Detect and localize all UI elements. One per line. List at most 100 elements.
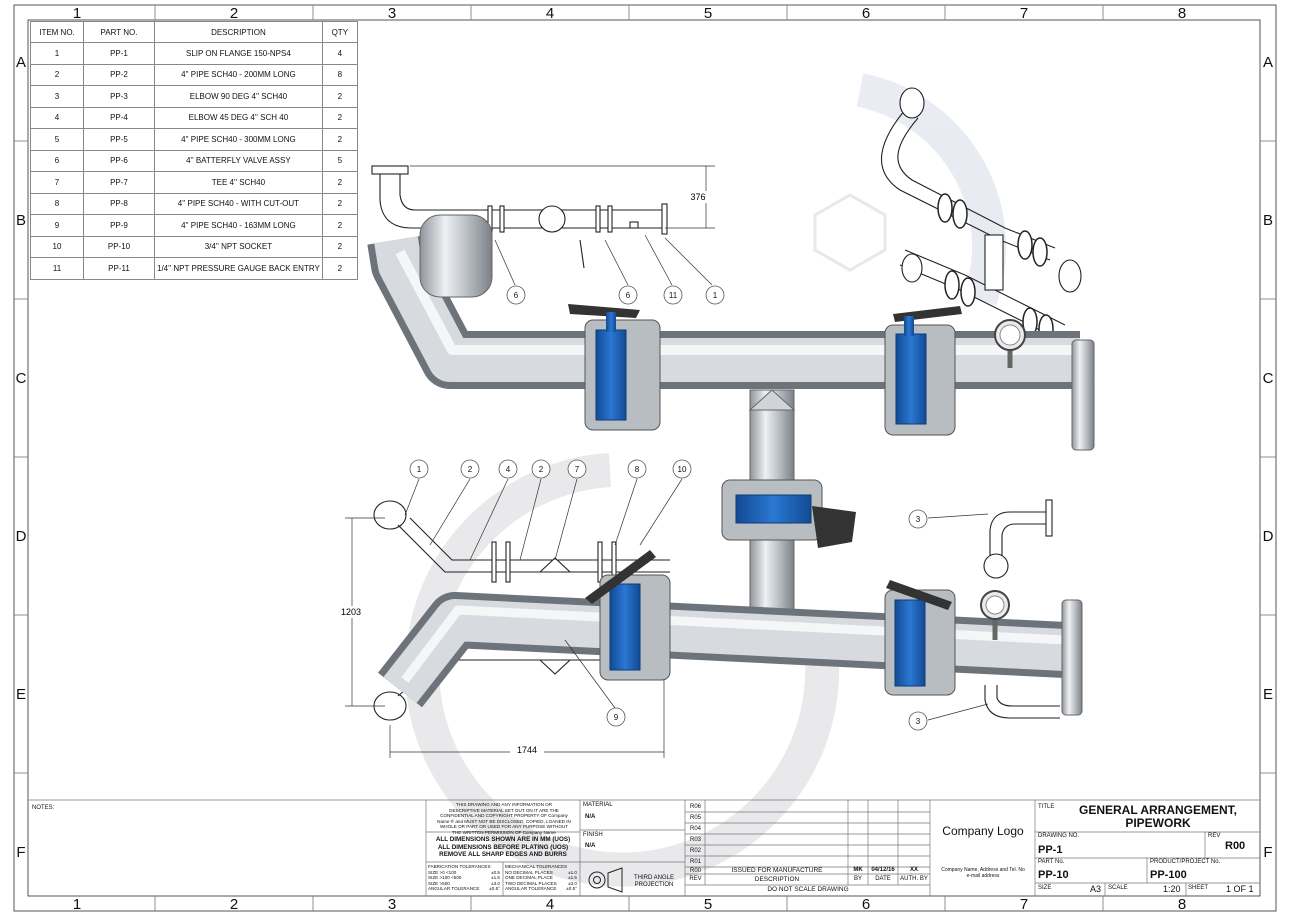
bom-desc: 4'' BATTERFLY VALVE ASSY — [154, 149, 323, 172]
col-label-top: 2 — [230, 5, 238, 22]
col-label-bottom: 4 — [546, 896, 554, 913]
balloon-label: 1 — [713, 291, 718, 300]
sheet-value: 1 OF 1 — [1226, 884, 1254, 894]
revision-code: R05 — [689, 815, 701, 821]
company-logo: Company Logo — [942, 824, 1024, 838]
rev-header: REV — [689, 876, 702, 882]
finish-value: N/A — [585, 843, 596, 849]
material-label: MATERIAL — [583, 802, 613, 808]
pressure-gauge-icon — [980, 590, 1010, 640]
mech-tol-value: ±1.5 — [568, 875, 577, 881]
fab-tol-value: ±1.5 — [491, 875, 500, 881]
balloon-label: 8 — [635, 465, 640, 474]
bom-qty: 2 — [321, 192, 358, 215]
bom-header-item: ITEM NO. — [30, 21, 84, 43]
bom-part: PP-4 — [83, 106, 155, 129]
balloon-label: 9 — [614, 713, 619, 722]
bom-item: 6 — [30, 149, 84, 172]
dims-note-line: ALL DIMENSIONS BEFORE PLATING (UOS) — [437, 843, 569, 851]
revision-code: R01 — [689, 859, 701, 865]
bom-part: PP-5 — [83, 128, 155, 151]
col-label-top: 8 — [1178, 5, 1186, 22]
bom-qty: 2 — [321, 214, 358, 237]
bom-item: 9 — [30, 214, 84, 237]
revision-date: 04/12/16 — [871, 867, 895, 873]
bom-part: PP-1 — [83, 42, 155, 65]
revision-by: MK — [853, 867, 863, 873]
balloon-label: 1 — [417, 465, 422, 474]
bom-item: 1 — [30, 42, 84, 65]
size-label: SIZE — [1038, 885, 1052, 891]
fab-tol-value: ±0.5° — [489, 886, 500, 892]
col-label-bottom: 3 — [388, 896, 396, 913]
mech-tol-value: ±3.0 — [568, 880, 577, 886]
auth-header: AUTH. BY — [900, 876, 928, 882]
row-label-right: C — [1263, 370, 1274, 387]
col-label-top: 5 — [704, 5, 712, 22]
dims-note-line: REMOVE ALL SHARP EDGES AND BURRS — [439, 851, 567, 858]
bom-desc: 4'' PIPE SCH40 - 163MM LONG — [154, 214, 323, 237]
bom-qty: 2 — [321, 257, 358, 280]
bom-part: PP-9 — [83, 214, 155, 237]
col-label-top: 7 — [1020, 5, 1028, 22]
confidential-notice: THIS DRAWING AND ANY INFORMATION OR DESC… — [430, 802, 578, 836]
company-detail-line: Company Name, Address and Tel. No — [941, 867, 1025, 873]
size-value: A3 — [1090, 884, 1102, 894]
confidential-line: Name ® and MUST NOT BE DISCLOSED, COPIED… — [437, 818, 571, 824]
row-label-left: E — [16, 686, 26, 703]
side-view-line — [983, 499, 1060, 719]
company-details: Company Name, Address and Tel. No e-mail… — [932, 867, 1034, 879]
balloon-label: 3 — [916, 515, 921, 524]
fab-tol-label: SIZE >500 — [428, 880, 450, 886]
bom-item: 2 — [30, 63, 84, 86]
dimension-1744-label: 1744 — [517, 745, 537, 755]
finish-label: FINISH — [583, 832, 603, 838]
butterfly-valve — [884, 306, 962, 436]
bom-item: 7 — [30, 171, 84, 194]
product-label: PRODUCT/PROJECT No. — [1150, 859, 1221, 865]
drawing-no-label: DRAWING NO. — [1038, 833, 1080, 839]
bom-desc: TEE 4'' SCH40 — [154, 171, 323, 194]
bom-desc: 4'' PIPE SCH40 - 300MM LONG — [154, 128, 323, 151]
company-detail-line: e-mail address — [966, 873, 1000, 879]
mech-tol-label: ONE DECIMAL PLACE — [505, 875, 553, 881]
bom-qty: 2 — [321, 171, 358, 194]
fab-tol-label: SIZE >100 <500 — [428, 875, 462, 881]
bom-qty: 4 — [321, 42, 358, 65]
date-header: DATE — [875, 876, 891, 882]
row-label-left: A — [16, 54, 26, 71]
balloon-label: 6 — [626, 291, 631, 300]
bom-header-qty: QTY — [321, 21, 358, 43]
revision-code: R00 — [689, 868, 701, 874]
bom-header-part: PART NO. — [83, 21, 155, 43]
row-label-left: F — [16, 844, 25, 861]
bom-part: PP-11 — [83, 257, 155, 280]
bom-qty: 2 — [321, 106, 358, 129]
balloon-label: 2 — [539, 465, 544, 474]
col-label-bottom: 5 — [704, 896, 712, 913]
projection-symbol-icon — [588, 867, 623, 893]
bom-part: PP-8 — [83, 192, 155, 215]
fab-tol-title: FABRICATION TOLERANCES — [428, 864, 491, 869]
row-label-left: B — [16, 212, 26, 229]
bom-item: 11 — [30, 257, 84, 280]
col-label-bottom: 7 — [1020, 896, 1028, 913]
drawing-title: GENERAL ARRANGEMENT, PIPEWORK — [1060, 804, 1256, 830]
scale-value: 1:20 — [1163, 884, 1181, 894]
mech-tol-value: ±1.0 — [568, 869, 577, 875]
bom-desc: SLIP ON FLANGE 150-NPS4 — [154, 42, 323, 65]
fab-tol-label: SIZE >0 <100 — [428, 869, 457, 875]
bom-part: PP-10 — [83, 235, 155, 258]
title-label: TITLE — [1038, 804, 1055, 810]
projection-label: THIRD ANGLE PROJECTION — [633, 875, 674, 888]
mech-tol-value: ±0.5° — [566, 886, 577, 892]
bom-desc: ELBOW 90 DEG 4'' SCH40 — [154, 85, 323, 108]
revision-list: R06 R05 R04 R03 R02 R01 R00 — [686, 802, 705, 875]
revision-code: R06 — [689, 804, 701, 810]
revision-code: R04 — [689, 826, 701, 832]
